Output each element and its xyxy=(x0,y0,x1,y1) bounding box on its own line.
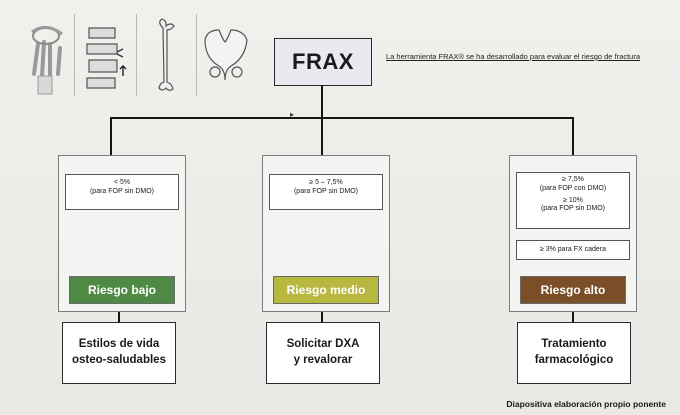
femur-bone-icon xyxy=(136,14,195,96)
connector-middle xyxy=(321,117,323,155)
criteria-hip-box: ≥ 3% para FX cadera xyxy=(516,240,630,260)
action-line: y revalorar xyxy=(293,354,353,366)
panel-medium-risk: ≥ 5 – 7,5% (para FOP sin DMO) Riesgo med… xyxy=(262,155,390,312)
action-box-dxa: Solicitar DXA y revalorar xyxy=(266,322,380,384)
criteria-value: < 5% xyxy=(113,179,131,186)
mouse-cursor-icon: ▸ xyxy=(290,110,295,119)
connector-vertical-main xyxy=(321,85,323,118)
criteria-box: ≥ 7,5% (para FOP con DMO) ≥ 10% (para FO… xyxy=(516,172,630,229)
criteria-note: (para FOP con DMO) xyxy=(539,184,607,192)
criteria-box: < 5% (para FOP sin DMO) xyxy=(65,174,179,210)
connector-action-left xyxy=(118,310,120,322)
criteria-note: (para FOP sin DMO) xyxy=(293,187,359,195)
action-line: Tratamiento xyxy=(541,338,607,351)
action-box-treatment: Tratamiento farmacológico xyxy=(517,322,631,384)
action-line: Solicitar DXA xyxy=(286,338,360,351)
criteria-note: (para FOP sin DMO) xyxy=(540,205,606,213)
criteria-value: ≥ 7,5% xyxy=(562,176,584,183)
action-line: Estilos de vida xyxy=(78,338,160,351)
action-line: osteo-saludables xyxy=(72,354,166,366)
risk-badge-high: Riesgo alto xyxy=(520,276,626,304)
action-box-lifestyle: Estilos de vida osteo-saludables xyxy=(62,322,176,384)
footer-credit: Diapositiva elaboración propio ponente xyxy=(506,399,666,409)
wrist-bone-icon xyxy=(16,14,74,96)
frax-tool-note: La herramienta FRAX® se ha desarrollado … xyxy=(386,52,640,61)
frax-title-box: FRAX xyxy=(274,38,372,86)
criteria-value: ≥ 5 – 7,5% xyxy=(309,179,343,186)
criteria-value: ≥ 10% xyxy=(563,196,583,204)
spine-fracture-icon xyxy=(74,14,133,96)
risk-badge-low: Riesgo bajo xyxy=(69,276,175,304)
criteria-box: ≥ 5 – 7,5% (para FOP sin DMO) xyxy=(269,174,383,210)
connector-action-right xyxy=(572,310,574,322)
connector-horizontal xyxy=(110,117,574,119)
panel-low-risk: < 5% (para FOP sin DMO) Riesgo bajo xyxy=(58,155,186,312)
panel-high-risk: ≥ 7,5% (para FOP con DMO) ≥ 10% (para FO… xyxy=(509,155,637,312)
pelvis-icon xyxy=(196,14,255,96)
connector-left xyxy=(110,117,112,155)
risk-badge-medium: Riesgo medio xyxy=(273,276,379,304)
connector-action-middle xyxy=(321,310,323,322)
connector-right xyxy=(572,117,574,155)
action-line: farmacológico xyxy=(534,354,614,366)
criteria-note: (para FOP sin DMO) xyxy=(89,187,155,195)
